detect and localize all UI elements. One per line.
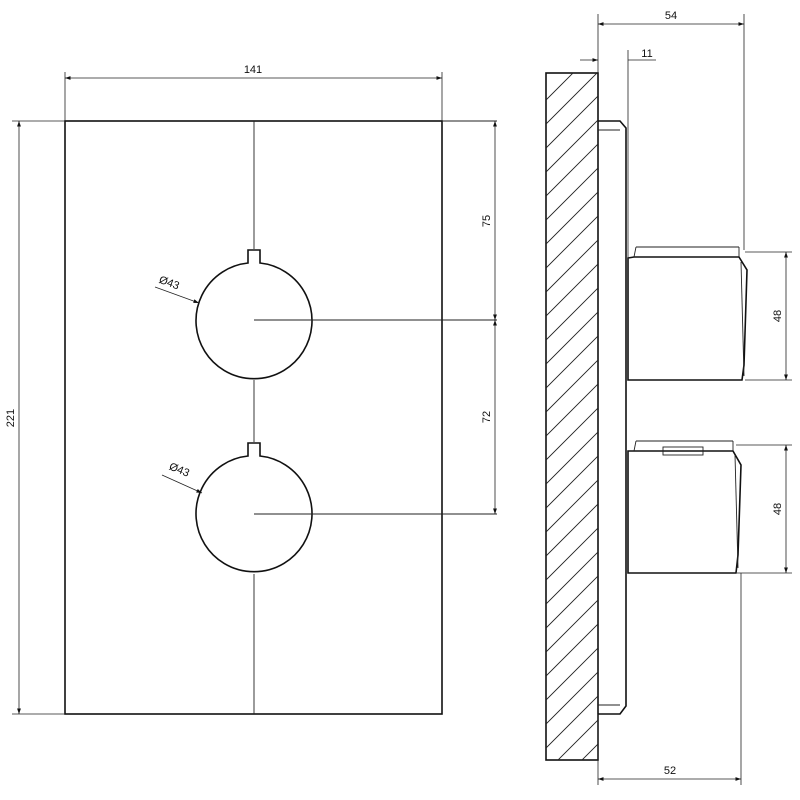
knob-lower-top-edge-left bbox=[633, 440, 637, 452]
knob-lower bbox=[195, 442, 313, 573]
wall-hatching bbox=[546, 73, 598, 760]
knob-lower-diameter-leader bbox=[161, 474, 203, 494]
knob-upper-diameter-label: Ø43 bbox=[157, 274, 181, 292]
spacing-upper-label: 75 bbox=[481, 215, 493, 227]
width-label: 141 bbox=[244, 64, 262, 76]
knob-upper-diameter-leader bbox=[154, 286, 200, 304]
cover-plate bbox=[64, 120, 443, 715]
knob-depth-label: 52 bbox=[664, 765, 676, 777]
side-view: 54 11 52 48 48 bbox=[545, 10, 792, 785]
front-view: 141 221 75 72 Ø43 Ø43 bbox=[5, 64, 497, 715]
knob-lower-height-label: 48 bbox=[772, 503, 784, 515]
plate-offset-label: 11 bbox=[641, 48, 652, 60]
knob-upper-side-line bbox=[740, 261, 745, 377]
knob-upper bbox=[195, 249, 313, 380]
spacing-lower-label: 72 bbox=[481, 411, 493, 423]
knob-lower-diameter-label: Ø43 bbox=[167, 461, 191, 480]
cover-plate-profile bbox=[598, 120, 627, 715]
height-label: 221 bbox=[5, 409, 17, 427]
knob-lower-profile bbox=[627, 450, 742, 574]
wall-section bbox=[545, 72, 599, 761]
knob-lower-notch bbox=[662, 446, 704, 456]
knob-lower-side-line bbox=[734, 454, 739, 569]
knob-upper-top-edge-left bbox=[633, 246, 637, 258]
knob-upper-height-label: 48 bbox=[772, 310, 784, 322]
depth-total-label: 54 bbox=[665, 10, 677, 22]
knob-upper-profile bbox=[627, 256, 748, 381]
